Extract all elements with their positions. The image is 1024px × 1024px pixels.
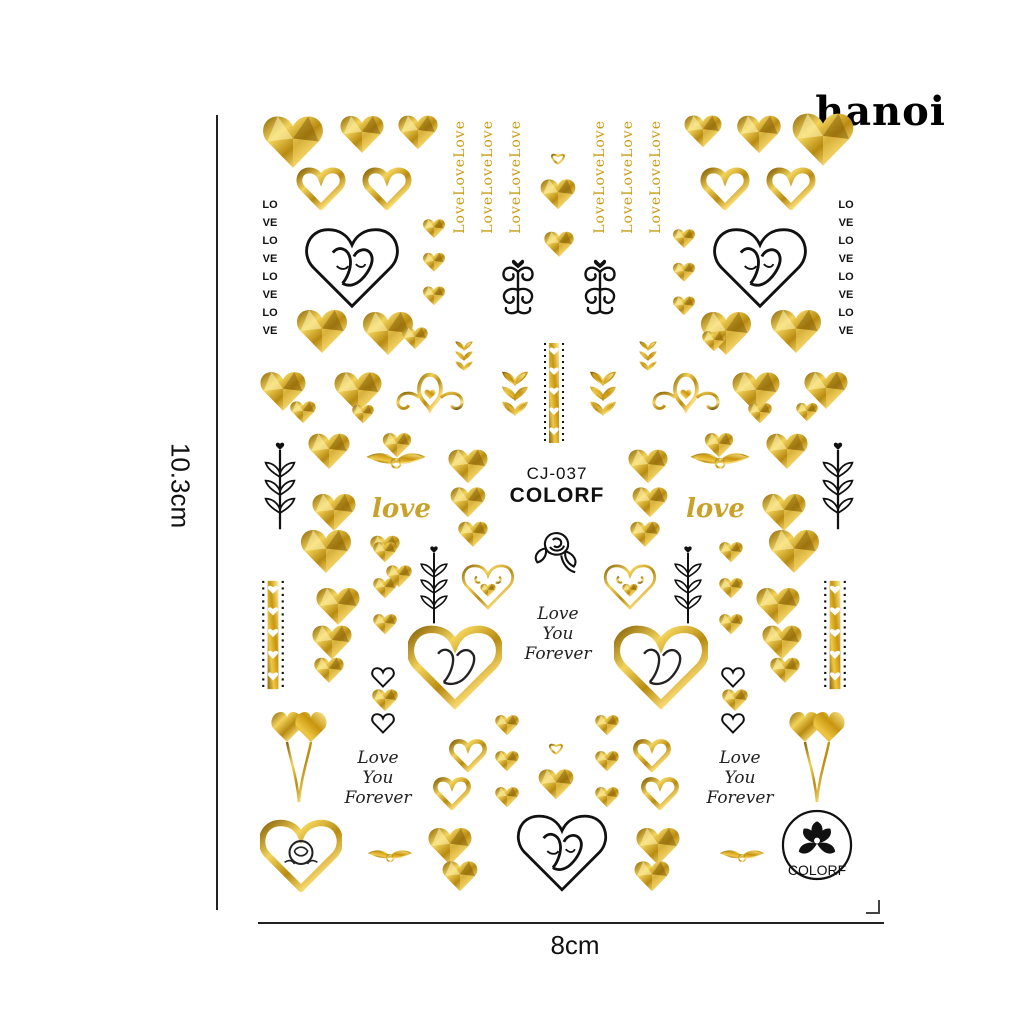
vertical-love-text: LoveLoveLove	[620, 120, 636, 234]
script-line: Forever	[344, 788, 412, 808]
love-you-forever-center: Love You Forever	[518, 604, 598, 664]
love-letter: VE	[262, 289, 278, 301]
script-line: Love	[537, 604, 579, 624]
love-letter: LO	[838, 307, 854, 319]
love-letter: LO	[262, 271, 278, 283]
love-letter: LO	[838, 235, 854, 247]
vertical-love-text: LoveLoveLove	[592, 120, 608, 234]
script-line: You	[362, 768, 394, 788]
love-script-left: love	[372, 494, 431, 524]
love-letter: LO	[262, 307, 278, 319]
product-brand: COLORF	[509, 484, 605, 507]
vertical-love-text: LoveLoveLove	[452, 120, 468, 234]
script-line: Forever	[706, 788, 774, 808]
love-letter: LO	[838, 199, 854, 211]
height-dimension-line	[216, 115, 218, 910]
width-dimension-line	[258, 922, 884, 924]
love-letter: LO	[262, 199, 278, 211]
vertical-love-text: LoveLoveLove	[480, 120, 496, 234]
love-column-right: LO VE LO VE LO VE LO VE	[834, 196, 858, 340]
love-letter: VE	[838, 253, 854, 265]
script-line: You	[724, 768, 756, 788]
love-letter: VE	[262, 253, 278, 265]
love-letter: VE	[838, 325, 854, 337]
love-letter: LO	[262, 235, 278, 247]
width-dimension-label: 8cm	[550, 930, 600, 960]
sticker-sheet: LO VE LO VE LO VE LO VE LO VE LO VE LO V…	[252, 108, 864, 908]
vertical-love-text: LoveLoveLove	[648, 120, 664, 234]
height-dimension-label: 10.3cm	[165, 442, 196, 529]
vertical-love-text: LoveLoveLove	[508, 120, 524, 234]
script-line: Love	[357, 748, 399, 768]
love-letter: VE	[262, 325, 278, 337]
script-line: Love	[719, 748, 761, 768]
love-column-left: LO VE LO VE LO VE LO VE	[258, 196, 282, 340]
corner-mark	[866, 900, 880, 914]
love-script-right: love	[686, 494, 745, 524]
product-code: CJ-037	[526, 464, 588, 483]
love-letter: VE	[838, 217, 854, 229]
love-you-forever-left: Love You Forever	[338, 748, 418, 808]
love-you-forever-right: Love You Forever	[700, 748, 780, 808]
love-letter: VE	[262, 217, 278, 229]
script-line: You	[542, 624, 574, 644]
love-letter: LO	[838, 271, 854, 283]
script-line: Forever	[524, 644, 592, 664]
love-letter: VE	[838, 289, 854, 301]
badge-brand: COLORF	[787, 862, 847, 878]
